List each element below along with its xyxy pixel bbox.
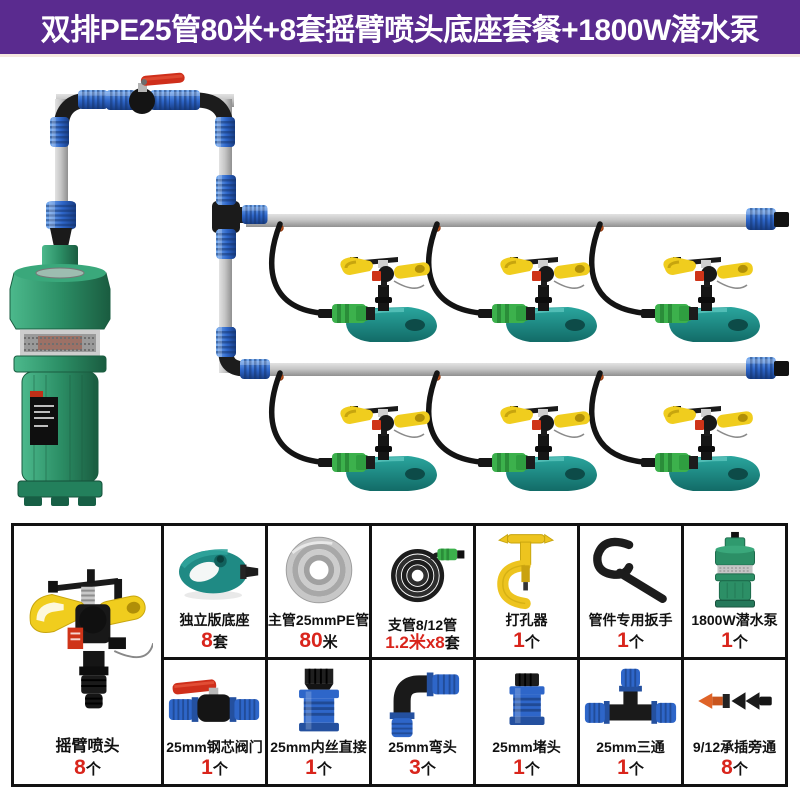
barb-tap-icons [276,224,604,381]
part-name: 9/12承插旁通 [692,739,777,756]
part-name: 25mm堵头 [492,739,561,756]
part-qty: 8个 [721,755,748,779]
sprinkler-base-icon [165,528,264,612]
part-qty: 1个 [201,755,228,779]
page-title: 双排PE25管80米+8套摇臂喷头底座套餐+1800W潜水泵 [40,14,760,47]
title-bar: 双排PE25管80米+8套摇臂喷头底座套餐+1800W潜水泵 [0,0,800,57]
part-name: 25mm弯头 [388,739,457,756]
end-plug-icon [477,662,576,739]
part-cell-sprinkler-base: 独立版底座 8套 [164,526,265,657]
part-qty: 1个 [513,628,540,652]
part-cell-branch-hose: 支管8/12管 1.2米x8套 [372,526,473,657]
tee-connector-icon [581,662,680,739]
part-qty: 1个 [721,628,748,652]
part-name: 打孔器 [505,612,548,629]
end-plug-icons [746,208,789,379]
part-qty: 80米 [299,628,338,652]
branch-hose-coil-icon [373,528,472,617]
ball-valve-icon [165,662,264,739]
barb-bypass-icon [685,662,784,739]
part-qty: 1个 [513,755,540,779]
impact-sprinkler-icon [15,528,160,737]
part-name: 25mm钢芯阀门 [166,739,263,756]
part-cell-end-plug: 25mm堵头 1个 [476,660,577,784]
part-name: 1800W潜水泵 [691,612,778,629]
part-qty: 1.2米x8套 [385,633,460,653]
elbow-icon [373,662,472,739]
part-cell-hole-puncher: 打孔器 1个 [476,526,577,657]
branch-hoses [268,221,646,465]
ball-valve-icon [129,72,185,114]
part-cell-straight-connector: 25mm内丝直接 1个 [268,660,369,784]
part-qty: 1个 [305,755,332,779]
part-cell-pipe-wrench: 管件专用扳手 1个 [580,526,681,657]
part-qty: 8套 [201,628,228,652]
system-diagram [0,57,800,519]
parts-grid: 摇臂喷头 8个 独立版底座 8套 [11,523,788,787]
submersible-pump-icon [9,228,111,506]
part-cell-elbow: 25mm弯头 3个 [372,660,473,784]
pe-pipe-coil-icon [269,528,368,612]
part-cell-ball-valve: 25mm钢芯阀门 1个 [164,660,265,784]
part-name: 独立版底座 [179,612,250,629]
part-qty: 1个 [617,628,644,652]
part-cell-tee: 25mm三通 1个 [580,660,681,784]
part-qty: 3个 [409,755,436,779]
part-name: 支管8/12管 [387,616,458,633]
part-name: 25mm三通 [596,739,665,756]
part-cell-pe-pipe: 主管25mmPE管 80米 [268,526,369,657]
part-cell-pump: 1800W潜水泵 1个 [684,526,785,657]
part-name: 摇臂喷头 [55,737,120,755]
part-cell-impact-sprinkler: 摇臂喷头 8个 [14,526,161,784]
part-cell-barb-bypass: 9/12承插旁通 8个 [684,660,785,784]
part-name: 主管25mmPE管 [268,612,369,629]
irrigation-diagram [9,72,789,506]
hole-puncher-icon [477,528,576,612]
part-qty: 8个 [74,755,101,779]
part-name: 25mm内丝直接 [270,739,367,756]
submersible-pump-icon [685,528,784,612]
part-qty: 1个 [617,755,644,779]
part-name: 管件专用扳手 [588,612,673,629]
straight-connector-icon [269,662,368,739]
pipe-wrench-icon [581,528,680,612]
